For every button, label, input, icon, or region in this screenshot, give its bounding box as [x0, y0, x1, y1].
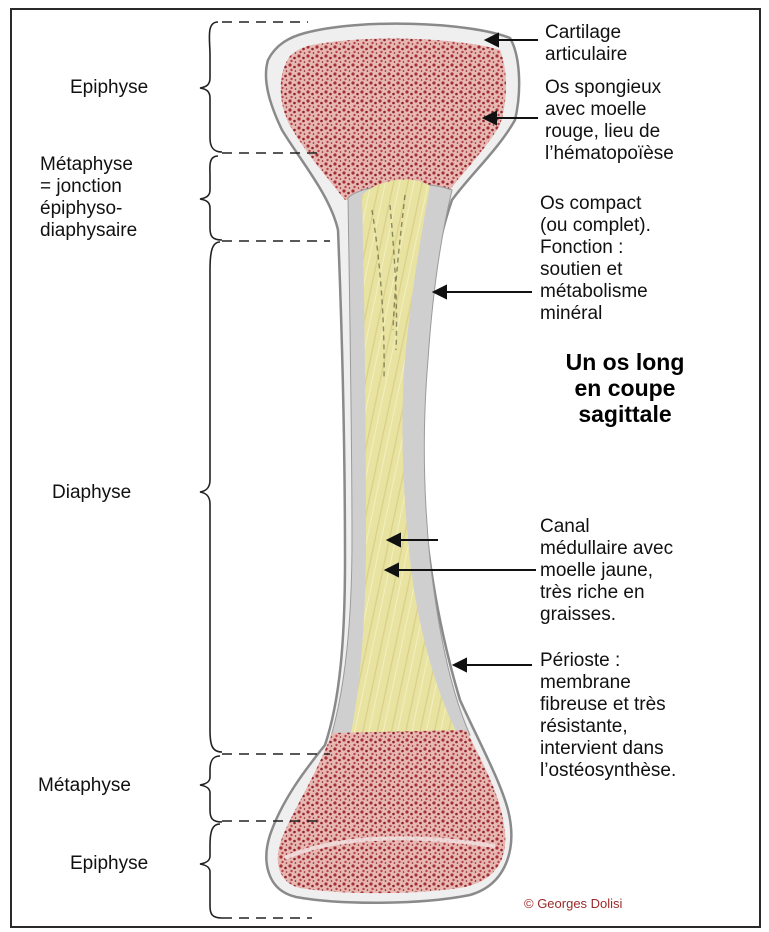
brace-icon [200, 824, 222, 918]
arrow-icon [454, 659, 466, 671]
label-epiphyse-top: Epiphyse [70, 77, 148, 99]
label-metaphyse-top: Métaphyse = jonction épiphyso- diaphysai… [40, 154, 137, 242]
arrow-icon [434, 286, 446, 298]
brace-icon [200, 156, 222, 240]
brace-icon [200, 756, 222, 822]
label-metaphyse-bottom: Métaphyse [38, 775, 131, 797]
brace-icon [200, 242, 222, 752]
annotation-perioste: Périoste : membrane fibreuse et très rés… [540, 650, 676, 782]
brace-icon [200, 22, 222, 152]
annotation-canal: Canal médullaire avec moelle jaune, très… [540, 516, 673, 626]
annotation-os-spongieux: Os spongieux avec moelle rouge, lieu de … [545, 77, 674, 165]
label-diaphyse: Diaphyse [52, 482, 131, 504]
copyright-text: © Georges Dolisi [524, 896, 622, 911]
annotation-cartilage: Cartilage articulaire [545, 22, 627, 66]
diagram-title: Un os long en coupe sagittale [510, 349, 740, 427]
annotation-os-compact: Os compact (ou complet). Fonction : sout… [540, 193, 651, 325]
label-epiphyse-bottom: Epiphyse [70, 853, 148, 875]
